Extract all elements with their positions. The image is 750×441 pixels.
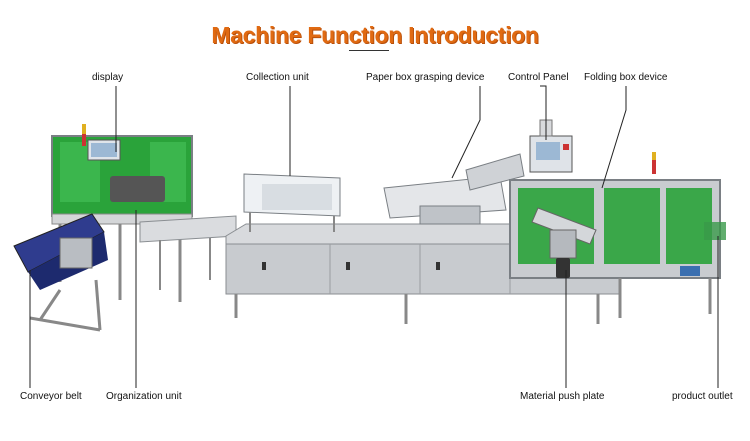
label-display: display xyxy=(92,72,124,83)
conveyor-belt-module xyxy=(13,213,108,332)
label-conveyor-belt: Conveyor belt xyxy=(20,391,82,402)
left-module xyxy=(51,124,193,302)
collection-unit-module xyxy=(243,173,341,232)
leader-lines xyxy=(29,85,719,388)
label-material-push-plate: Material push plate xyxy=(520,391,605,402)
label-collection-unit: Collection unit xyxy=(246,72,309,83)
transfer-rail xyxy=(139,215,237,290)
leader-folding-box xyxy=(601,86,627,189)
diagram-title: Machine Function Introduction xyxy=(211,22,539,48)
label-folding-box-device: Folding box device xyxy=(584,72,668,83)
grasping-device-module xyxy=(383,153,525,225)
title-underline xyxy=(349,50,389,51)
leader-control-panel xyxy=(540,85,547,140)
label-paper-box-grasping-device: Paper box grasping device xyxy=(366,72,485,83)
label-organization-unit: Organization unit xyxy=(106,391,182,402)
leader-grasping-device xyxy=(451,86,481,179)
label-product-outlet: product outlet xyxy=(672,391,733,402)
push-plate-module xyxy=(531,207,597,278)
label-control-panel: Control Panel xyxy=(508,72,569,83)
